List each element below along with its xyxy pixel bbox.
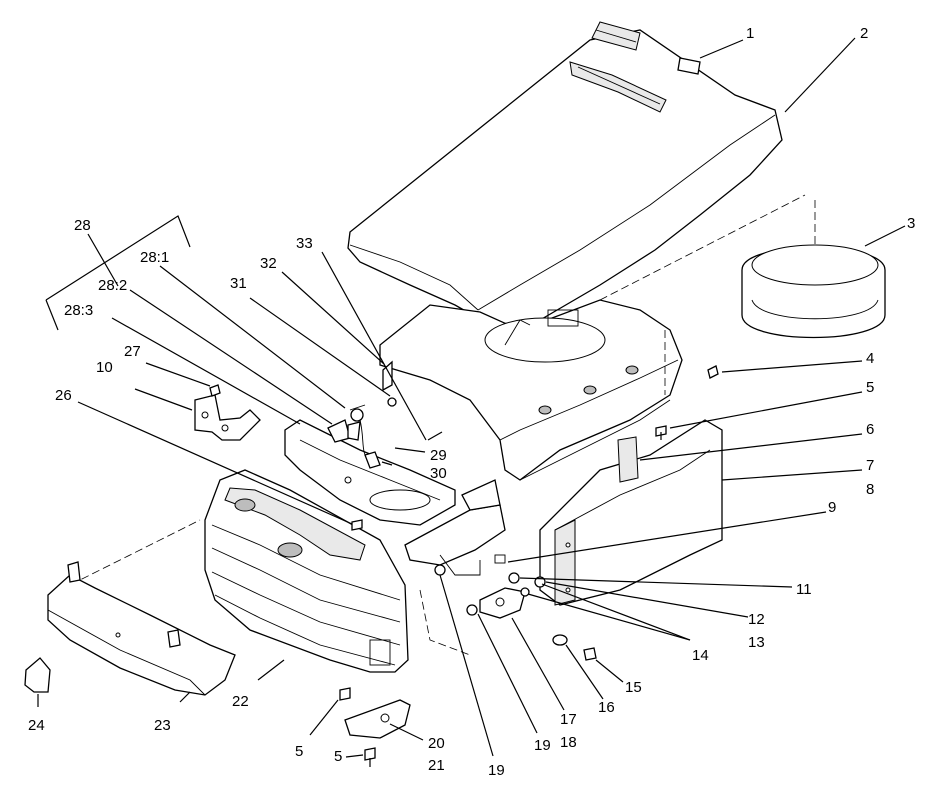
hood-support-panel — [379, 299, 683, 481]
bottom-plate — [344, 699, 411, 739]
callout-3: 3 — [907, 215, 915, 232]
callout-30: 30 — [430, 465, 447, 482]
center-plate — [479, 587, 526, 619]
bulb-assembly — [327, 404, 366, 443]
bumper — [47, 561, 236, 696]
small-bracket — [194, 384, 261, 441]
callout-1: 1 — [746, 25, 754, 42]
callout-19b: 19 — [488, 762, 505, 779]
main-bracket — [404, 479, 506, 576]
side-panel — [539, 419, 723, 606]
callout-11: 11 — [796, 581, 812, 598]
callout-23: 23 — [154, 717, 171, 734]
callout-16: 16 — [598, 699, 615, 716]
callout-15: 15 — [625, 679, 642, 696]
callout-12: 12 — [748, 611, 765, 628]
emblem — [24, 657, 51, 693]
callout-31: 31 — [230, 275, 247, 292]
hood — [347, 21, 783, 326]
callout-13: 13 — [748, 634, 765, 651]
callout-17: 17 — [560, 711, 577, 728]
callout-labels: 1 2 3 4 5 6 7 8 9 10 11 12 13 14 15 16 1… — [28, 25, 915, 779]
callout-18: 18 — [560, 734, 577, 751]
callout-28-2: 28:2 — [98, 277, 127, 294]
callout-28: 28 — [74, 217, 91, 234]
callout-27: 27 — [124, 343, 141, 360]
callout-2: 2 — [860, 25, 868, 42]
callout-7: 7 — [866, 457, 874, 474]
headlight-bucket — [284, 419, 456, 526]
callout-32: 32 — [260, 255, 277, 272]
callout-5a: 5 — [866, 379, 874, 396]
callout-5b: 5 — [295, 743, 303, 760]
ring — [741, 244, 886, 339]
callout-14: 14 — [692, 647, 709, 664]
leader-lines — [37, 37, 906, 758]
wiring — [359, 360, 443, 469]
callout-24: 24 — [28, 717, 45, 734]
callout-4: 4 — [866, 350, 874, 367]
callout-28-1: 28:1 — [140, 249, 169, 266]
callout-33: 33 — [296, 235, 313, 252]
fasteners — [339, 365, 719, 767]
callout-22: 22 — [232, 693, 249, 710]
callout-10: 10 — [96, 359, 113, 376]
callout-9: 9 — [828, 499, 836, 516]
callout-5c: 5 — [334, 748, 342, 765]
callout-20: 20 — [428, 735, 445, 752]
callout-29: 29 — [430, 447, 447, 464]
callout-28-3: 28:3 — [64, 302, 93, 319]
grille — [204, 469, 409, 673]
callout-26: 26 — [55, 387, 72, 404]
callout-6: 6 — [866, 421, 874, 438]
callout-19a: 19 — [534, 737, 551, 754]
callout-8: 8 — [866, 481, 874, 498]
callout-21: 21 — [428, 757, 445, 774]
